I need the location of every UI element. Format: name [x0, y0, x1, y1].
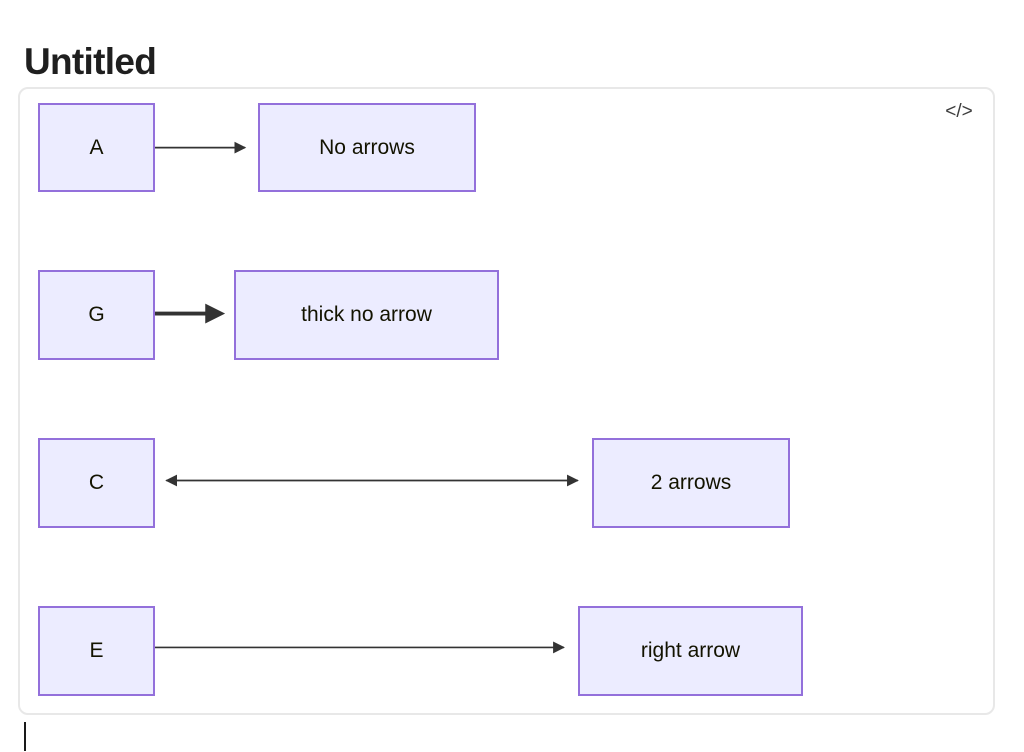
- diagram-node-f[interactable]: right arrow: [578, 606, 803, 696]
- diagram-node-d[interactable]: 2 arrows: [592, 438, 790, 528]
- diagram-node-c[interactable]: C: [38, 438, 155, 528]
- diagram-edge-layer: [154, 141, 579, 654]
- diagram-node-e[interactable]: E: [38, 606, 155, 696]
- diagram-node-a[interactable]: A: [38, 103, 155, 192]
- diagram-node-label: right arrow: [640, 639, 741, 663]
- diagram-node-h[interactable]: thick no arrow: [234, 270, 499, 360]
- diagram-node-label: A: [89, 135, 104, 159]
- diagram-node-label: thick no arrow: [301, 303, 432, 327]
- diagram-node-label: 2 arrows: [650, 471, 732, 495]
- code-brackets-icon[interactable]: </>: [945, 101, 973, 122]
- page-title: Untitled: [24, 40, 157, 82]
- diagram-node-b[interactable]: No arrows: [258, 103, 476, 192]
- diagram-node-label: E: [89, 639, 104, 663]
- text-caret[interactable]: [24, 722, 26, 751]
- diagram-node-g[interactable]: G: [38, 270, 155, 360]
- diagram-node-label: No arrows: [319, 135, 415, 159]
- diagram-node-label: G: [88, 303, 105, 327]
- diagram-node-label: C: [88, 471, 105, 495]
